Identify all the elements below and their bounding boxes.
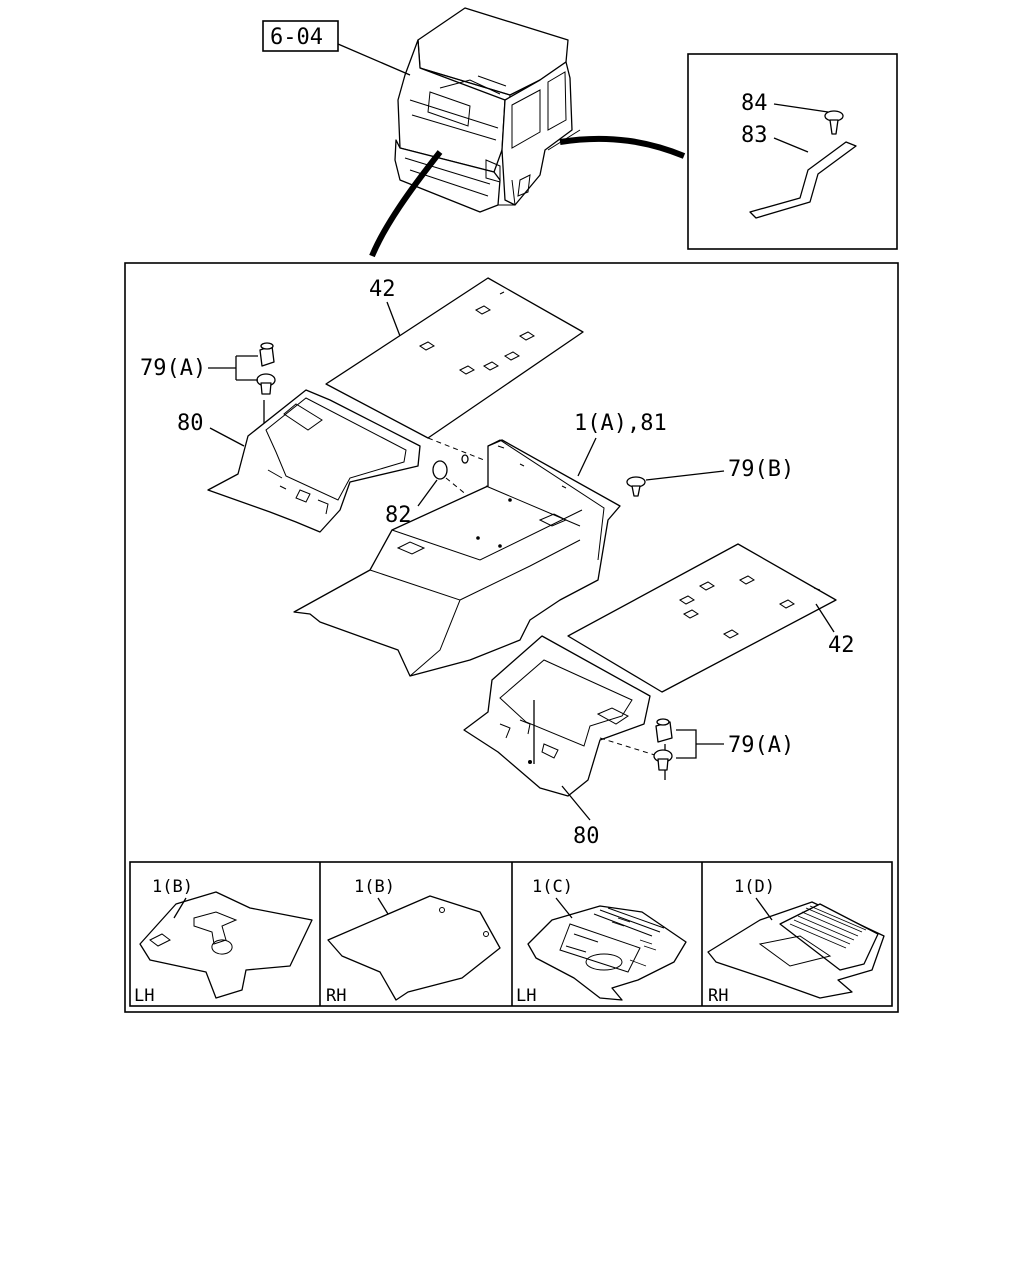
label-79a-top: 79(A)	[140, 356, 206, 381]
mat-80-left	[207, 389, 421, 533]
label-83: 83	[741, 123, 768, 148]
floor-panel-1a	[293, 439, 621, 677]
clip-79a-lower-icon	[256, 373, 276, 395]
clip-79a-upper-bottom-icon	[655, 718, 673, 743]
variant-1d-rh: 1(D) RH	[707, 877, 885, 1006]
variant-3-side-label: LH	[516, 986, 536, 1006]
label-80-left: 80	[177, 411, 204, 436]
ref-label-6-04: 6-04	[270, 25, 323, 50]
reference-box	[262, 20, 339, 52]
bracket-83-icon	[749, 141, 857, 219]
clip-79b-icon	[626, 476, 646, 497]
variant-1-part-label: 1(B)	[152, 877, 193, 897]
pointer-arrow-left	[369, 150, 443, 258]
detail-box	[687, 53, 898, 250]
label-1a-81: 1(A),81	[574, 411, 667, 436]
variant-2-side-label: RH	[326, 986, 346, 1006]
variant-row-box	[129, 861, 893, 1007]
panel-42-top	[325, 277, 584, 439]
label-84: 84	[741, 91, 768, 116]
bolt-84-icon	[824, 110, 844, 135]
label-79b: 79(B)	[728, 457, 794, 482]
variant-4-side-label: RH	[708, 986, 728, 1006]
variant-1b-rh: 1(B) RH	[326, 877, 501, 1006]
variant-1-side-label: LH	[134, 986, 154, 1006]
variant-1c-lh: 1(C) LH	[516, 877, 687, 1006]
pointer-arrow-right	[559, 135, 686, 159]
variant-3-part-label: 1(C)	[532, 877, 573, 897]
label-42-right: 42	[828, 633, 855, 658]
main-diagram-box	[124, 262, 899, 1013]
clip-79a-lower-bottom-icon	[653, 749, 673, 771]
label-42-top: 42	[369, 277, 396, 302]
plug-82-icon	[432, 460, 448, 480]
panel-42-right	[567, 543, 837, 693]
variant-1b-lh: 1(B) LH	[134, 877, 313, 1006]
truck-cab-illustration	[394, 7, 581, 213]
mat-80-bottom	[463, 635, 651, 797]
label-79a-bottom: 79(A)	[728, 733, 794, 758]
clip-79a-upper-icon	[259, 342, 275, 367]
variant-2-part-label: 1(B)	[354, 877, 395, 897]
variant-4-part-label: 1(D)	[734, 877, 775, 897]
label-80-bottom: 80	[573, 824, 600, 849]
